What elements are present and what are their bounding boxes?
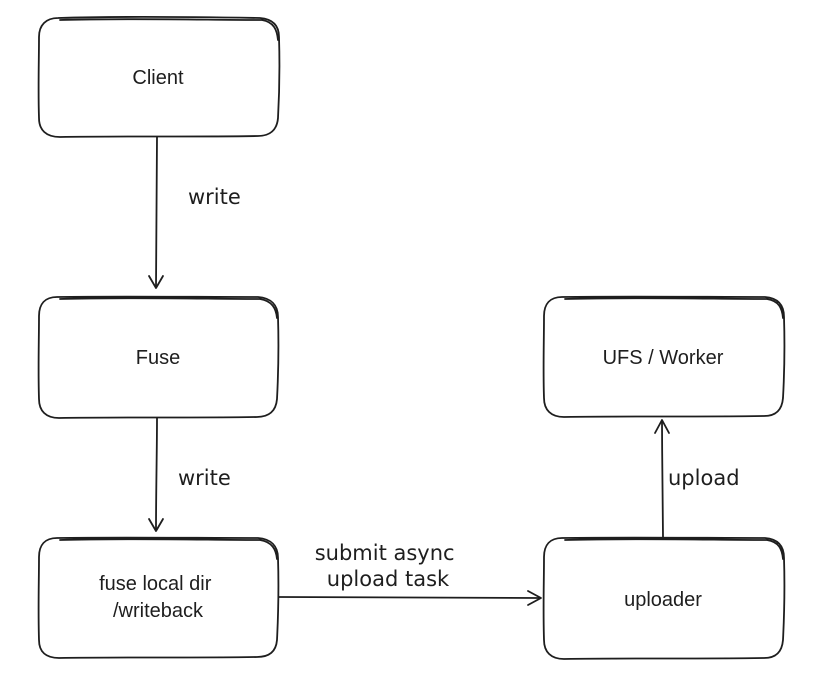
arrow-local-dir-to-uploader-label-line-2: upload task	[327, 567, 450, 591]
arrow-local-dir-to-uploader: submit async upload task	[278, 541, 542, 606]
uploader-label: uploader	[624, 589, 702, 611]
ufs-worker-box	[542, 295, 786, 418]
client-box	[37, 15, 281, 138]
arrow-local-dir-to-uploader-label-line-1: submit async	[315, 541, 455, 565]
arrow-local-dir-to-uploader-head	[527, 590, 542, 606]
arrow-uploader-to-ufs-head	[654, 419, 670, 434]
arrow-uploader-to-ufs-line	[661, 420, 664, 538]
arrow-uploader-to-ufs: upload	[654, 419, 740, 538]
local-dir-label: fuse local dir /writeback	[99, 573, 217, 622]
ufs-worker-label: UFS / Worker	[603, 347, 724, 369]
client-node: Client	[37, 15, 281, 138]
local-dir-box	[37, 536, 280, 659]
uploader-node: uploader	[542, 536, 786, 660]
arrow-client-to-fuse-label: write	[188, 185, 241, 209]
arrow-local-dir-to-uploader-line	[278, 596, 541, 599]
arrow-local-dir-to-uploader-label: submit async upload task	[315, 541, 462, 591]
ufs-worker-node: UFS / Worker	[542, 295, 786, 418]
arrow-uploader-to-ufs-label: upload	[668, 466, 740, 490]
arrow-client-to-fuse: write	[148, 136, 241, 289]
arrow-fuse-to-local-dir-label: write	[178, 466, 231, 490]
local-dir-label-line-2: /writeback	[113, 600, 204, 622]
arrow-client-to-fuse-line	[155, 136, 158, 288]
arrow-fuse-to-local-dir-head	[148, 518, 164, 532]
fuse-box	[37, 295, 280, 419]
local-dir-label-line-1: fuse local dir	[99, 573, 212, 595]
arrow-client-to-fuse-head	[148, 275, 164, 289]
arrow-fuse-to-local-dir: write	[148, 417, 231, 532]
arrow-fuse-to-local-dir-line	[155, 417, 158, 531]
fuse-node: Fuse	[37, 295, 280, 419]
local-dir-node: fuse local dir /writeback	[37, 536, 280, 659]
client-label: Client	[132, 67, 184, 89]
uploader-box	[542, 536, 786, 660]
fuse-label: Fuse	[136, 347, 180, 369]
